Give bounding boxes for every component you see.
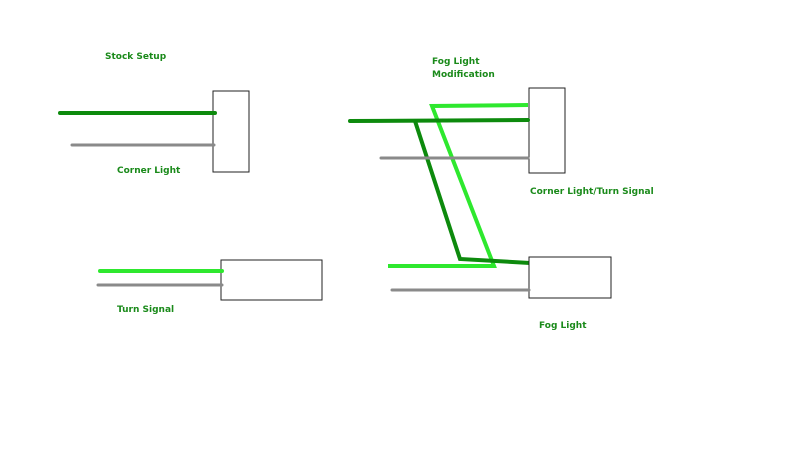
stock-setup-title: Stock Setup (105, 52, 167, 62)
corner-light-label: Corner Light (117, 166, 181, 176)
turn-signal-label: Turn Signal (117, 305, 175, 315)
fog-light-modification-title-line2: Modification (432, 70, 495, 80)
corner-light-box-stock (212, 90, 250, 173)
mod-wire-bright-green (388, 103, 529, 268)
corner-turn-box-mod (528, 87, 566, 174)
fog-light-modification-title-line1: Fog Light (432, 57, 480, 67)
fog-light-label: Fog Light (539, 321, 587, 331)
corner-light-turn-signal-label: Corner Light/Turn Signal (530, 187, 654, 197)
fog-light-box-mod (528, 256, 612, 299)
turn-signal-box-stock (220, 259, 323, 301)
mod-wire-dark-green (348, 118, 530, 123)
mod-wire-dark-green-branch (413, 120, 531, 265)
